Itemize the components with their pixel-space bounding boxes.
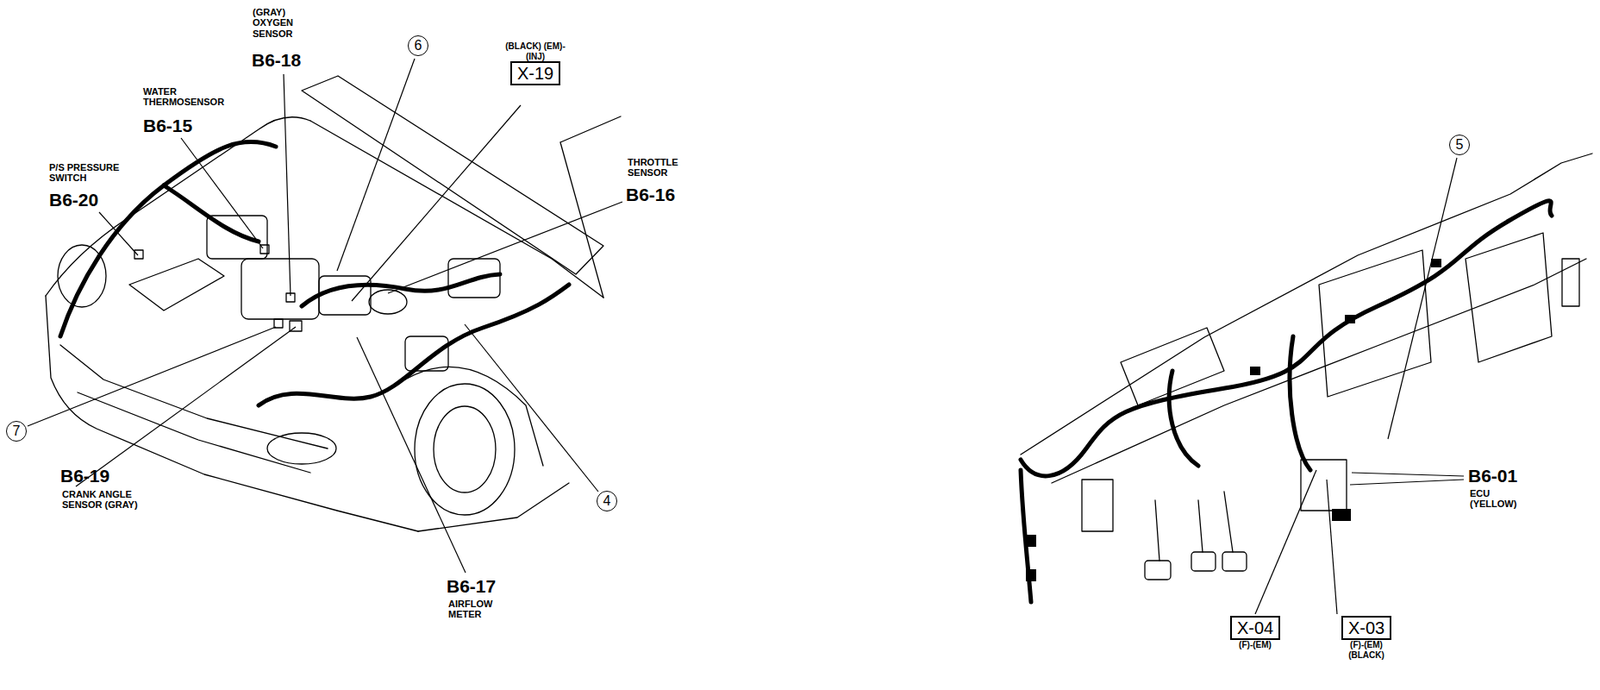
wheel-arch xyxy=(405,366,544,466)
connector-box: X-04(F)-(EM) xyxy=(1222,615,1288,650)
connector-code: B6-15 xyxy=(143,115,193,137)
connector-code: B6-16 xyxy=(625,184,675,206)
throttle-body xyxy=(368,289,407,314)
wheel-rim xyxy=(433,406,496,493)
bumper-outline xyxy=(45,295,419,532)
leader-line xyxy=(337,58,415,271)
relay-box xyxy=(1562,258,1580,307)
connector-code: X-04 xyxy=(1230,615,1281,640)
callout-circle: 5 xyxy=(1449,134,1470,156)
leader-line xyxy=(351,105,521,301)
dashboard-top xyxy=(1020,153,1593,455)
leader-line xyxy=(27,326,276,426)
callout-circle: 6 xyxy=(407,35,429,57)
callout-number: 6 xyxy=(414,37,423,54)
callout-number: 4 xyxy=(603,493,612,509)
battery xyxy=(405,336,449,371)
pedal xyxy=(1222,551,1247,571)
glove-box-area xyxy=(1465,232,1552,363)
headlight xyxy=(267,432,337,464)
dashboard-lower xyxy=(1051,258,1587,483)
connector-note: (BLACK) (EM)-(INJ) xyxy=(503,41,568,62)
leader-line xyxy=(387,201,623,294)
connector-code: B6-19 xyxy=(60,465,110,487)
part-name: WATER THERMOSENSOR xyxy=(143,86,237,108)
leader-line xyxy=(75,326,296,487)
leader-line xyxy=(99,212,138,256)
connector-code: B6-20 xyxy=(49,189,99,211)
connector-code: X-19 xyxy=(510,61,561,86)
connector xyxy=(1344,314,1356,324)
body-lower xyxy=(418,482,569,532)
connector xyxy=(1250,366,1261,375)
grille-line xyxy=(77,392,311,473)
connector xyxy=(1025,534,1037,547)
connector-code: B6-01 xyxy=(1468,465,1518,487)
leader-line xyxy=(1350,472,1464,485)
wire-harness xyxy=(1020,200,1552,476)
connector-box: (BLACK) (EM)-(INJ)X-19 xyxy=(503,41,568,86)
leader-line xyxy=(283,74,291,296)
sensor-connector xyxy=(134,250,144,259)
connector-box: X-03(F)-(EM) (BLACK) xyxy=(1332,615,1400,660)
part-name: P/S PRESSURE SWITCH xyxy=(49,162,143,184)
callout-circle: 7 xyxy=(6,420,27,442)
wire-harness xyxy=(1168,370,1199,466)
part-name: (GRAY) OXYGEN SENSOR xyxy=(252,6,307,39)
connector xyxy=(1025,568,1037,582)
leader-line xyxy=(181,137,263,249)
part-name: ECU (YELLOW) xyxy=(1469,487,1531,510)
steering-column xyxy=(1120,327,1225,406)
pedal xyxy=(1191,551,1216,571)
connector xyxy=(1431,258,1442,268)
leader-line xyxy=(1387,157,1457,439)
part-name: THROTTLE SENSOR xyxy=(627,156,706,179)
connector-code: B6-17 xyxy=(446,575,496,597)
connector-note: (F)-(EM) (BLACK) xyxy=(1332,639,1400,660)
airflow-meter-body xyxy=(318,275,371,315)
sensor-connector xyxy=(274,318,283,328)
connector-code: B6-18 xyxy=(251,50,301,71)
connector-note: (F)-(EM) xyxy=(1222,639,1288,650)
callout-circle: 4 xyxy=(596,490,618,512)
radiator xyxy=(129,258,225,311)
connector-code: X-03 xyxy=(1341,615,1392,640)
part-name: AIRFLOW METER xyxy=(448,598,509,620)
engine-block xyxy=(241,258,319,319)
pedal xyxy=(1144,560,1171,580)
leader-line xyxy=(1255,469,1317,614)
pedal-arm xyxy=(1155,491,1233,561)
wire-harness xyxy=(163,185,259,242)
leader-line xyxy=(464,324,599,492)
windshield-pillar xyxy=(560,116,621,298)
wire-harness xyxy=(1289,336,1311,470)
callout-number: 5 xyxy=(1456,137,1464,153)
leader-line xyxy=(1326,479,1338,614)
callout-number: 7 xyxy=(12,423,21,439)
part-name: CRANK ANGLE SENSOR (GRAY) xyxy=(62,488,138,511)
fender-line xyxy=(310,120,604,298)
wire-harness xyxy=(301,274,500,307)
fuse-box xyxy=(1081,479,1113,532)
leader-line xyxy=(356,337,466,573)
heater-unit xyxy=(1318,250,1432,397)
connector xyxy=(1331,508,1351,521)
